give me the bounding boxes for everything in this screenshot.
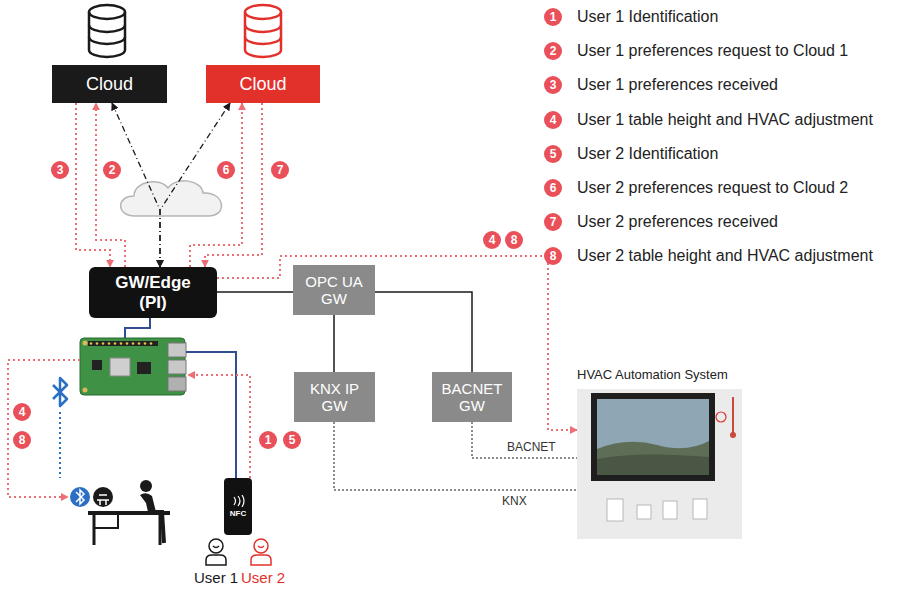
- legend-swatch: 3: [544, 76, 562, 94]
- node-label: KNX IP GW: [302, 380, 368, 415]
- legend-entry: 7 User 2 preferences received: [544, 213, 778, 231]
- callout-number: 6: [217, 161, 235, 179]
- node-heading: HVAC Automation System: [577, 368, 728, 383]
- legend-swatch: 6: [544, 179, 562, 197]
- legend-entry: 6 User 2 preferences request to Cloud 2: [544, 179, 848, 197]
- raspberry-pi: [80, 338, 186, 395]
- legend-number: 4: [544, 111, 562, 129]
- legend-entry: 4 User 1 table height and HVAC adjustment: [544, 111, 873, 129]
- callout-number: 2: [103, 161, 121, 179]
- nfc-link: [186, 352, 236, 478]
- callout-number: 4: [483, 231, 501, 249]
- phone: NFC: [224, 478, 252, 535]
- node-label: OPC UA GW: [301, 273, 367, 308]
- legend-number: 5: [544, 145, 562, 163]
- connector: [190, 103, 242, 267]
- user-icon: [206, 539, 226, 565]
- gateway-box: GW/Edge (PI): [89, 267, 217, 318]
- edge-label: BACNET: [505, 440, 558, 454]
- gateway-box: OPC UA GW: [293, 265, 375, 315]
- hvac-system: HVAC Automation System: [577, 368, 742, 539]
- cloud-box: Cloud: [206, 65, 320, 103]
- database-icon: [245, 5, 281, 57]
- legend-swatch: 7: [544, 213, 562, 231]
- legend-text: User 1 table height and HVAC adjustment: [577, 111, 873, 129]
- legend-text: User 2 Identification: [577, 145, 718, 163]
- legend-text: User 1 Identification: [577, 8, 718, 26]
- connector: [205, 103, 262, 267]
- legend-entry: 8 User 2 table height and HVAC adjustment: [544, 247, 873, 265]
- node-label: GW/Edge (PI): [107, 273, 199, 312]
- desk-illustration: [70, 480, 170, 545]
- callout-number: 1: [259, 431, 277, 449]
- node-label: Cloud: [86, 74, 133, 95]
- connector: [217, 291, 293, 293]
- legend-swatch: 2: [544, 42, 562, 60]
- database-icon: [89, 5, 125, 57]
- legend-entry: 5 User 2 Identification: [544, 145, 718, 163]
- legend-entry: 2 User 1 preferences request to Cloud 1: [544, 42, 848, 60]
- legend-text: User 2 table height and HVAC adjustment: [577, 247, 873, 265]
- legend-text: User 2 preferences received: [577, 213, 778, 231]
- adjustment-arrow: [8, 360, 80, 497]
- edge-label: KNX: [500, 494, 529, 508]
- legend-swatch: 1: [544, 8, 562, 26]
- legend-entry: 1 User 1 Identification: [544, 8, 718, 26]
- legend-entry: 3 User 1 preferences received: [544, 76, 778, 94]
- connector: [112, 103, 160, 267]
- legend-swatch: 5: [544, 145, 562, 163]
- legend-text: User 1 preferences received: [577, 76, 778, 94]
- legend-swatch: 4: [544, 111, 562, 129]
- callout-number: 3: [51, 161, 69, 179]
- user-label: User 1: [194, 569, 238, 586]
- connector: [160, 103, 230, 267]
- identification-arrow: [188, 375, 250, 478]
- user-label: User 2: [241, 569, 285, 586]
- cloud-box: Cloud: [52, 65, 167, 103]
- legend-number: 8: [544, 247, 562, 265]
- gateway-box: KNX IP GW: [294, 372, 375, 422]
- internet-cloud: [121, 181, 222, 216]
- legend-number: 7: [544, 213, 562, 231]
- hvac-photo: [577, 389, 742, 539]
- connector: [375, 292, 472, 372]
- node-label: NFC: [230, 509, 246, 518]
- nfc-waves: [230, 495, 246, 507]
- connector: [334, 422, 577, 490]
- legend-swatch: 8: [544, 247, 562, 265]
- legend-number: 2: [544, 42, 562, 60]
- connector: [333, 315, 335, 372]
- callout-number: 8: [505, 231, 523, 249]
- user-icon: [251, 539, 271, 565]
- node-label: Cloud: [239, 74, 286, 95]
- connector: [472, 422, 577, 458]
- callout-number: 5: [283, 431, 301, 449]
- bluetooth-symbol: [53, 378, 67, 406]
- callout-number: 7: [271, 161, 289, 179]
- legend-number: 1: [544, 8, 562, 26]
- connector: [76, 103, 110, 267]
- gateway-box: BACNET GW: [432, 372, 512, 422]
- connector: [217, 256, 577, 430]
- legend-number: 6: [544, 179, 562, 197]
- connector: [96, 103, 125, 267]
- callout-number: 8: [13, 431, 31, 449]
- bluetooth-link: [59, 412, 61, 478]
- legend-number: 3: [544, 76, 562, 94]
- pi-wire: [125, 318, 150, 338]
- legend-text: User 2 preferences request to Cloud 2: [577, 179, 848, 197]
- legend-text: User 1 preferences request to Cloud 1: [577, 42, 848, 60]
- node-label: BACNET GW: [439, 380, 505, 415]
- callout-number: 4: [13, 403, 31, 421]
